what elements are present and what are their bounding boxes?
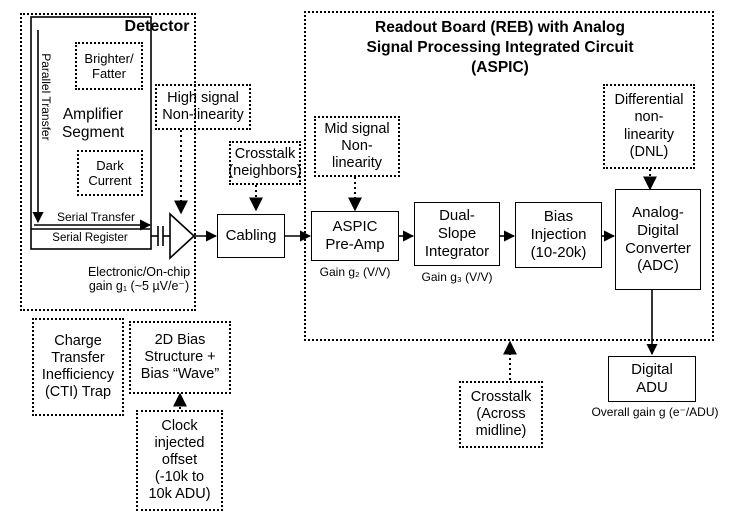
electronic-gain-label: Electronic/On-chip gain g₁ (~5 µV/e⁻) [87, 265, 191, 294]
crosstalk-neighbors-box: Crosstalk (neighbors) [228, 141, 302, 185]
high-signal-nonlinearity-box: High signal Non-linearity [155, 84, 251, 130]
cti-trap-box: Charge Transfer Inefficiency (CTI) Trap [32, 318, 124, 416]
mid-signal-nonlinearity-box: Mid signal Non- linearity [314, 116, 400, 177]
bias-injection-box: Bias Injection (10-20k) [515, 202, 602, 268]
gain-g3-label: Gain g₃ (V/V) [421, 270, 493, 284]
detector-region [20, 13, 196, 311]
brighter-fatter-box: Brighter/ Fatter [75, 42, 143, 90]
digital-adu-box: Digital ADU [608, 356, 696, 402]
detector-title: Detector [124, 18, 190, 35]
aspic-preamp-box: ASPIC Pre-Amp [311, 211, 399, 261]
reb-title: Readout Board (REB) with Analog Signal P… [366, 19, 634, 76]
adc-box: Analog- Digital Converter (ADC) [615, 189, 701, 290]
overall-gain-label: Overall gain g (e⁻/ADU) [591, 405, 719, 419]
serial-transfer-label: Serial Transfer [56, 210, 136, 224]
dnl-box: Differential non- linearity (DNL) [603, 84, 695, 169]
reb-region [304, 11, 714, 341]
gain-g2-label: Gain g₂ (V/V) [319, 265, 391, 279]
dual-slope-integrator-box: Dual- Slope Integrator [414, 202, 500, 266]
cabling-box: Cabling [217, 214, 285, 258]
bias-structure-box: 2D Bias Structure + Bias “Wave” [129, 321, 231, 394]
serial-register-label: Serial Register [52, 232, 128, 244]
crosstalk-midline-box: Crosstalk (Across midline) [459, 381, 543, 448]
dark-current-box: Dark Current [77, 150, 143, 196]
amplifier-segment-label: Amplifier Segment [61, 106, 125, 141]
clock-offset-box: Clock injected offset (-10k to 10k ADU) [136, 410, 223, 511]
